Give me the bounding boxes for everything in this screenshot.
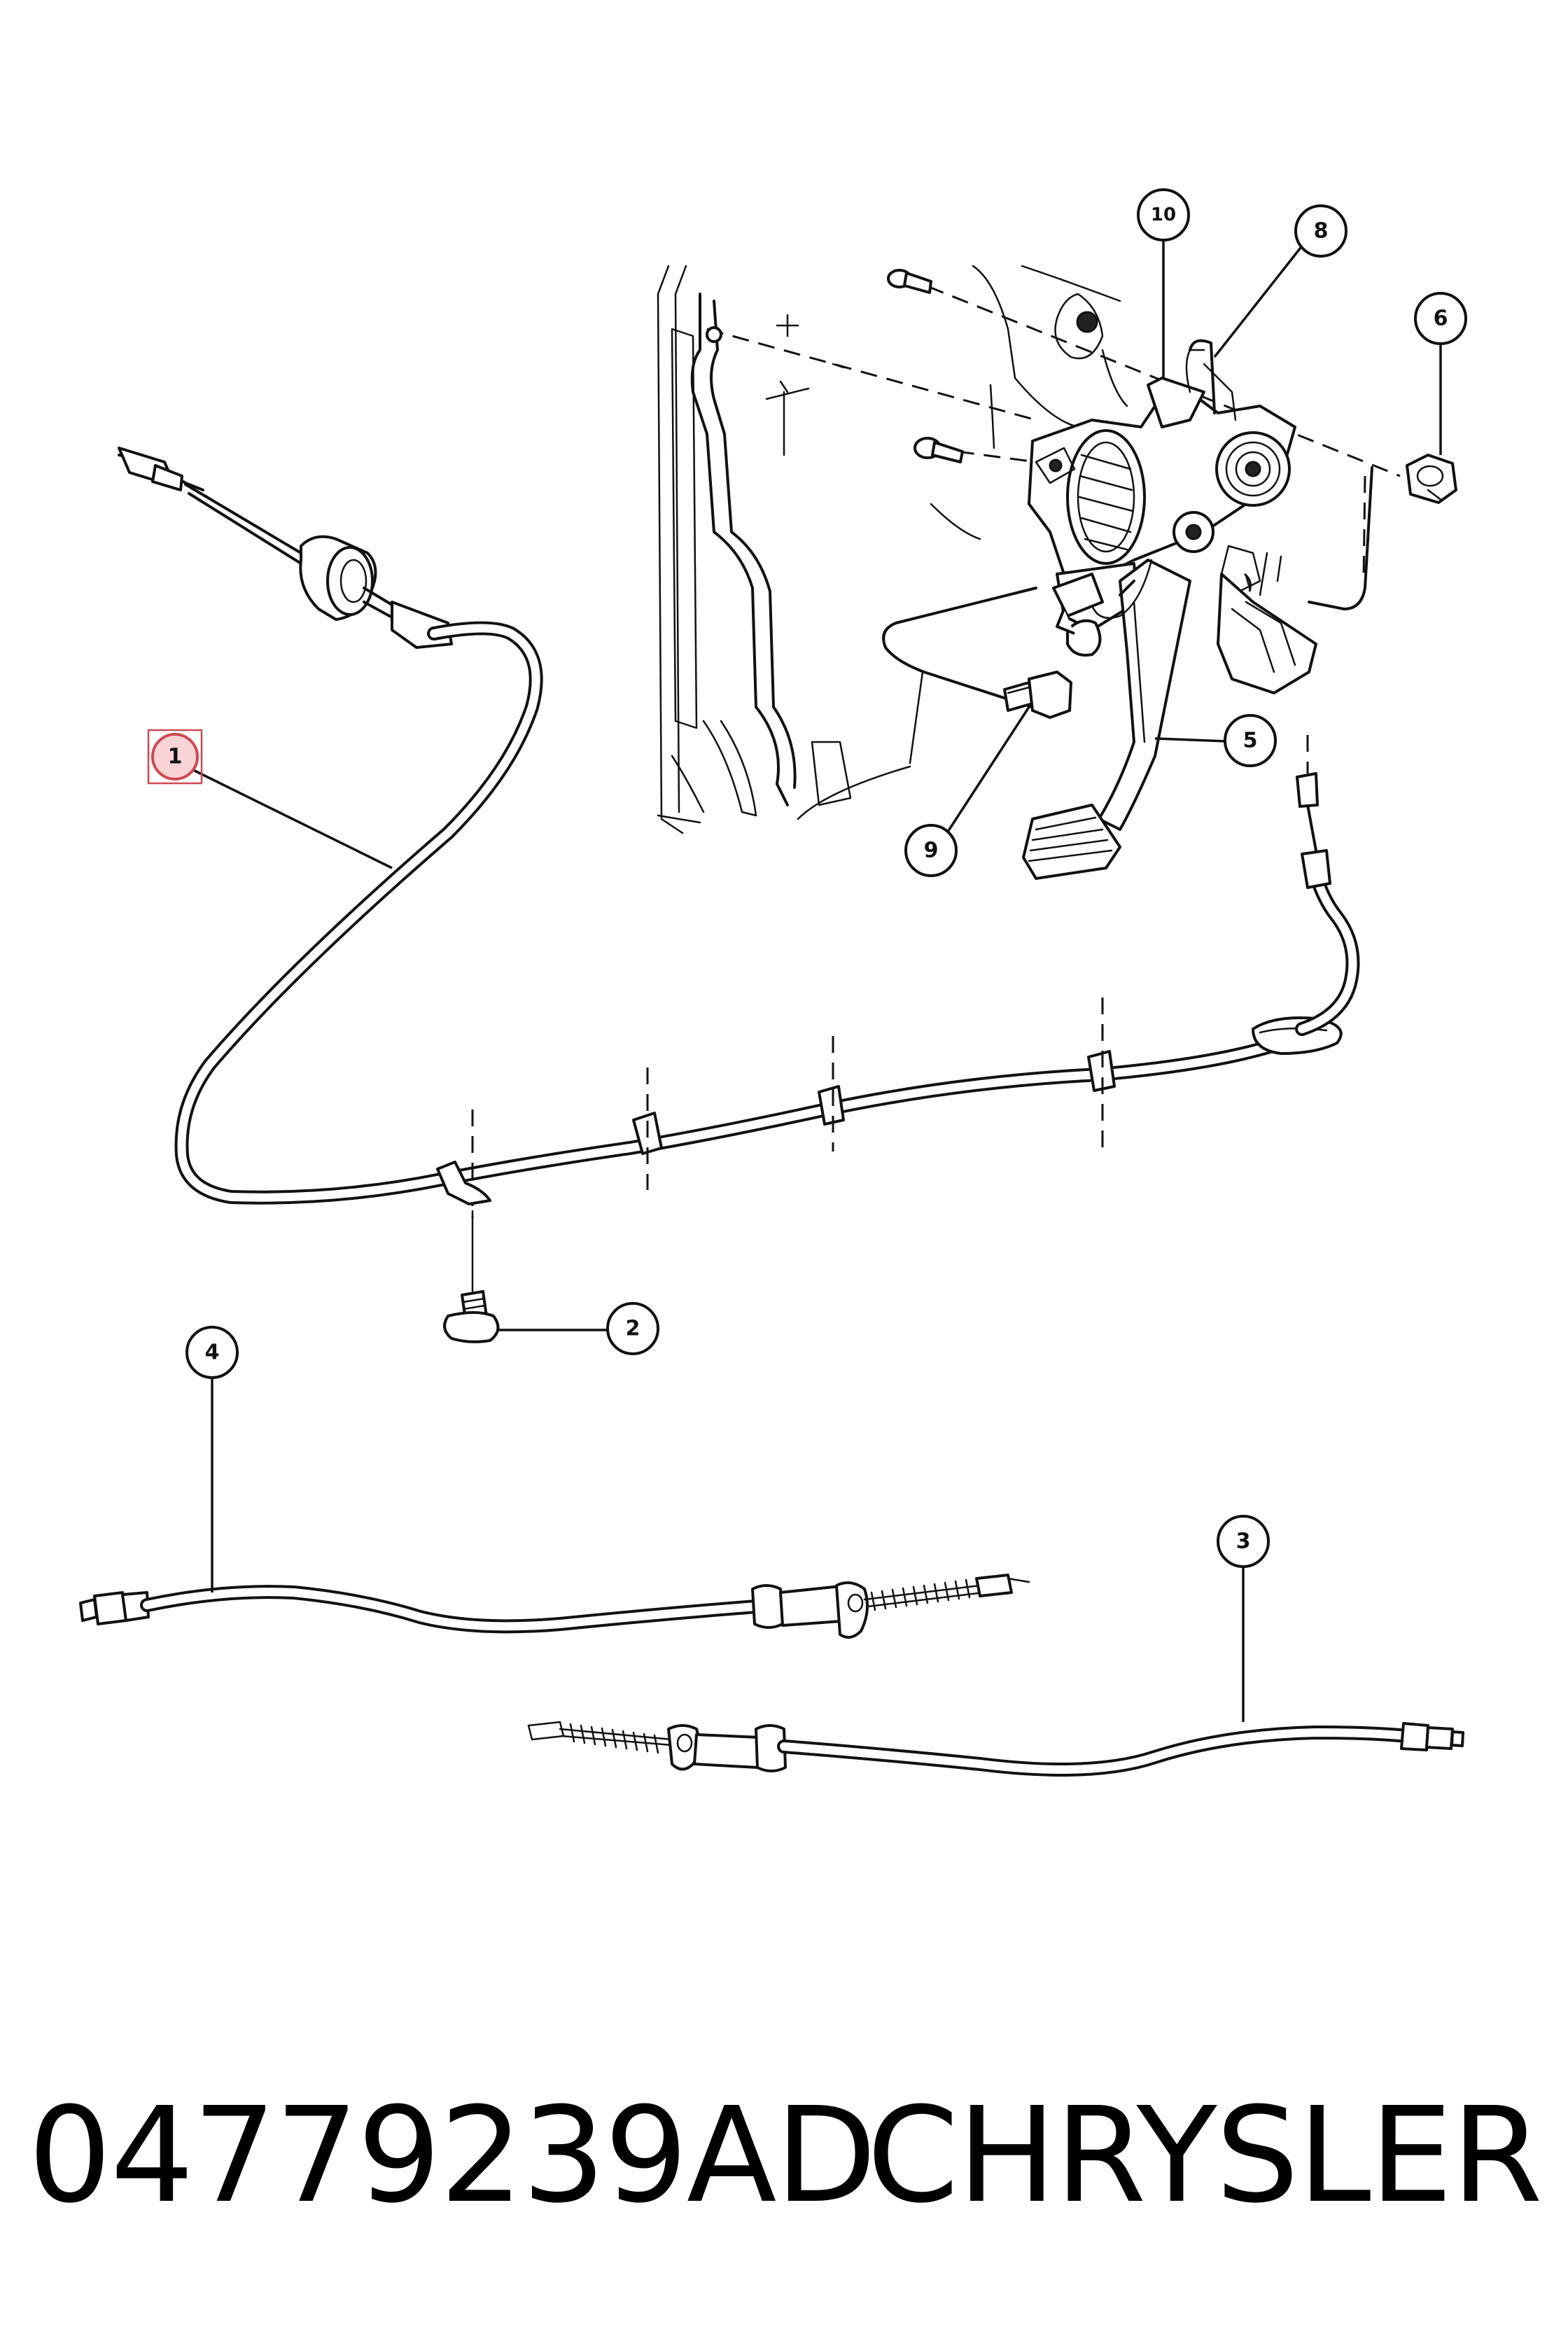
- mounting-studs: [706, 269, 1401, 477]
- callout-4[interactable]: 4: [186, 1326, 239, 1379]
- rear-cable-part-3: [527, 1721, 1464, 1777]
- nut-part-6: [1406, 454, 1457, 504]
- push-pin-part-2: [443, 1290, 500, 1343]
- callout-5-label: 5: [1243, 729, 1258, 753]
- callout-6[interactable]: 6: [1414, 292, 1467, 345]
- part-number: 04779239AD: [28, 2079, 876, 2232]
- callout-9[interactable]: 9: [904, 824, 958, 877]
- callout-1[interactable]: 1: [147, 729, 203, 785]
- callout-1-label: 1: [168, 745, 183, 769]
- part-footer: 04779239AD CHRYSLER: [0, 2072, 1568, 2240]
- callout-8-label: 8: [1314, 219, 1329, 244]
- callout-2-label: 2: [626, 1317, 640, 1341]
- callout-10[interactable]: 10: [1137, 188, 1190, 241]
- callout-5[interactable]: 5: [1224, 714, 1277, 767]
- callout-8[interactable]: 8: [1294, 204, 1348, 258]
- callout-4-label: 4: [205, 1340, 220, 1365]
- callout-9-label: 9: [924, 839, 939, 863]
- brand-name: CHRYSLER: [867, 2079, 1543, 2232]
- callout-10-label: 10: [1151, 204, 1176, 225]
- callout-2[interactable]: 2: [606, 1302, 659, 1355]
- callout-6-label: 6: [1434, 307, 1448, 331]
- front-cable-part-1: [118, 447, 1360, 1293]
- callout-3[interactable]: 3: [1217, 1515, 1270, 1568]
- callout-3-label: 3: [1236, 1530, 1251, 1554]
- parking-brake-pedal-assembly: [882, 339, 1373, 880]
- rear-cable-part-4: [79, 1574, 1030, 1639]
- firewall-panel: [657, 265, 1128, 834]
- bolt-part-9: [1003, 671, 1072, 719]
